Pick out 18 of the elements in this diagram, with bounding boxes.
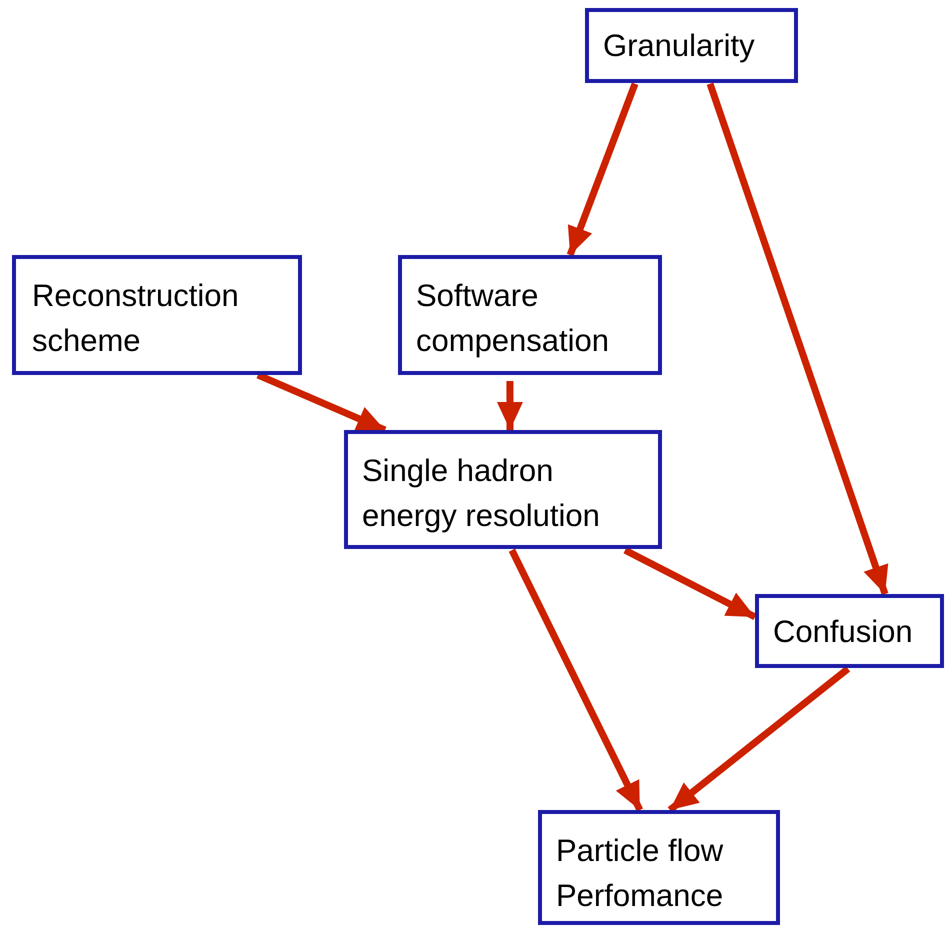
node-label: Single hadron energy resolution [362,452,601,535]
node-label: Particle flow Perfomance [556,832,724,915]
arrow [508,548,644,812]
process-box [585,8,798,83]
process-box [12,255,302,375]
node-label: Confusion [773,613,914,651]
process-box [538,810,780,925]
node-label: Software compensation [416,277,610,360]
node-label: Granularity [603,27,756,65]
node-label: Reconstruction scheme [32,277,240,360]
arrow [668,666,850,813]
process-box [344,430,662,549]
arrow [566,82,638,256]
arrow [706,82,888,596]
arrow [496,380,523,430]
process-box [755,594,944,668]
arrow [624,547,757,620]
process-box [398,255,662,375]
